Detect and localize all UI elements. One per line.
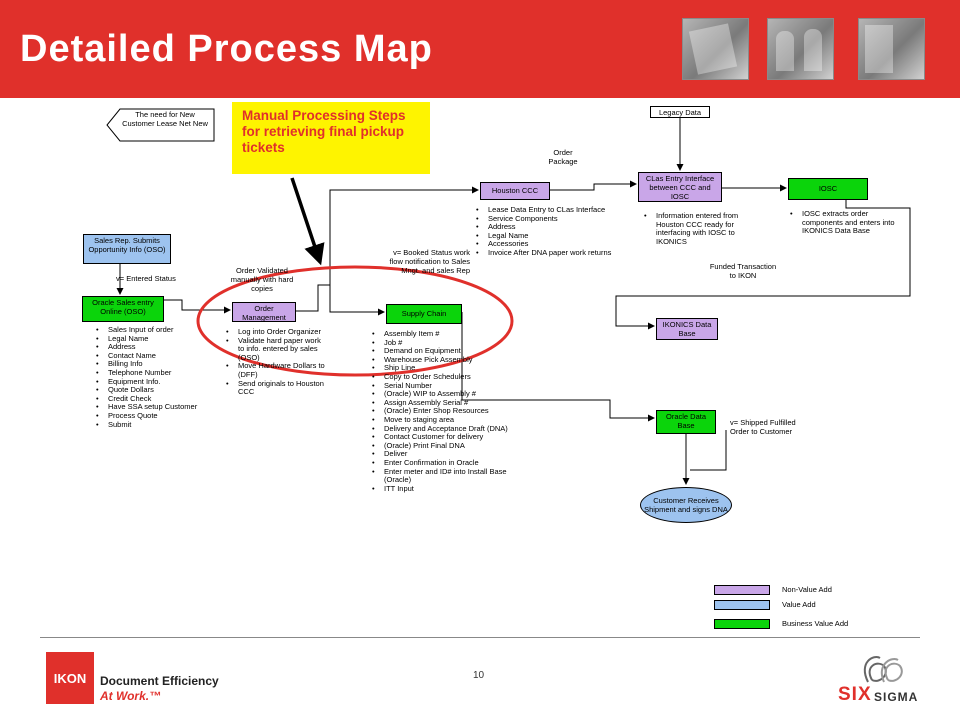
customer-receives-oval: Customer Receives Shipment and signs DNA — [640, 487, 732, 523]
list-item: Enter meter and ID# into Install Base (O… — [372, 467, 514, 485]
list-item: Accessories — [476, 240, 618, 249]
header-photo-people — [767, 18, 834, 80]
page-title: Detailed Process Map — [20, 28, 433, 70]
shipped-label: v= Shipped Fulfilled Order to Customer — [730, 418, 796, 436]
list-item: (Oracle) Enter Shop Resources — [372, 407, 514, 416]
list-item: Demand on Equipment — [372, 347, 514, 356]
list-item: Process Quote — [96, 411, 208, 421]
legend-swatch-business-value-add — [714, 619, 770, 629]
list-item: Address — [96, 343, 208, 352]
list-item: Address — [476, 223, 618, 232]
ikon-logo: IKON — [46, 652, 94, 704]
order-package-label: Order Package — [548, 148, 578, 166]
list-item: Copy to Order Schedulers — [372, 372, 514, 382]
order-management-box: Order Management — [232, 302, 296, 322]
list-item: Equipment Info. — [96, 377, 208, 387]
list-item: Contact Name — [96, 351, 208, 361]
list-item: Serial Number — [372, 381, 514, 391]
list-item: Telephone Number — [96, 368, 208, 378]
legacy-data-box: Legacy Data — [650, 106, 710, 118]
list-item: Legal Name — [476, 231, 618, 241]
supply-chain-box: Supply Chain — [386, 304, 462, 324]
need-start-shape — [106, 108, 215, 142]
list-item: (Oracle) WIP to Assembly # — [372, 390, 514, 399]
list-item: Send originals to Houston CCC — [226, 379, 328, 397]
legend-label-business-value-add: Business Value Add — [782, 619, 849, 628]
ikonics-db-box: IKONICS Data Base — [656, 318, 718, 340]
manual-processing-callout: Manual Processing Steps for retrieving f… — [232, 102, 430, 174]
houston-ccc-box: Houston CCC — [480, 182, 550, 200]
list-item: Sales Input of order — [96, 325, 208, 335]
list-item: Legal Name — [96, 334, 208, 344]
six-sigma-six: SIX — [838, 684, 872, 705]
need-start-text: The need for New Customer Lease Net New — [122, 110, 208, 128]
order-management-steps: Log into Order OrganizerValidate hard pa… — [226, 327, 328, 397]
clas-entry-box: CLas Entry Interface between CCC and IOS… — [638, 172, 722, 202]
legend-label-non-value-add: Non-Value Add — [782, 585, 832, 594]
list-item: ITT Input — [372, 484, 514, 494]
six-sigma-swirl-icon — [863, 656, 903, 683]
iosc-steps: IOSC extracts order components and enter… — [790, 209, 902, 236]
list-item: Delivery and Acceptance Draft (DNA) — [372, 424, 514, 434]
list-item: Information entered from Houston CCC rea… — [644, 211, 766, 246]
oracle-sales-steps: Sales Input of orderLegal NameAddressCon… — [96, 325, 208, 430]
houston-ccc-steps: Lease Data Entry to CLas InterfaceServic… — [476, 205, 618, 258]
oracle-sales-box: Oracle Sales entry Online (OSO) — [82, 296, 164, 322]
footer-divider — [40, 637, 920, 638]
page-number: 10 — [473, 670, 485, 681]
list-item: Move Hardware Dollars to (DFF) — [226, 362, 328, 379]
list-item: Deliver — [372, 450, 514, 459]
booked-status-label: v= Booked Status work flow notification … — [389, 248, 470, 275]
list-item: Quote Dollars — [96, 386, 208, 395]
legend-swatch-value-add — [714, 600, 770, 610]
list-item: Move to staging area — [372, 415, 514, 425]
list-item: Service Components — [476, 214, 618, 224]
legend-swatch-non-value-add — [714, 585, 770, 595]
list-item: Submit — [96, 420, 208, 430]
list-item: Credit Check — [96, 394, 208, 404]
order-validated-label: Order Validated manually with hard copie… — [230, 266, 294, 293]
sales-rep-box: Sales Rep. Submits Opportunity Info (OSO… — [83, 234, 171, 264]
list-item: Ship Line — [372, 364, 514, 373]
funded-transaction-label: Funded Transaction to IKON — [709, 262, 777, 280]
clas-entry-steps: Information entered from Houston CCC rea… — [644, 211, 766, 246]
list-item: Lease Data Entry to CLas Interface — [476, 205, 618, 215]
list-item: Assign Assembly Serial # — [372, 398, 514, 408]
header-photo-office — [858, 18, 925, 80]
list-item: IOSC extracts order components and enter… — [790, 209, 902, 236]
list-item: Log into Order Organizer — [226, 327, 328, 337]
list-item: Assembly Item # — [372, 329, 514, 339]
entered-status-label: v= Entered Status — [116, 274, 176, 283]
list-item: Warehouse Pick Assembly — [372, 355, 514, 365]
list-item: Validate hard paper work to info. entere… — [226, 336, 328, 363]
list-item: Invoice After DNA paper work returns — [476, 248, 618, 258]
list-item: (Oracle) Print Final DNA — [372, 441, 514, 451]
six-sigma-sigma: SIGMA — [874, 690, 919, 704]
list-item: Billing Info — [96, 360, 208, 369]
list-item: Job # — [372, 338, 514, 348]
tagline-at-work: At Work.™ — [100, 689, 162, 703]
tagline-document-efficiency: Document Efficiency — [100, 674, 219, 688]
header-banner: Detailed Process Map — [0, 0, 960, 98]
legend-label-value-add: Value Add — [782, 600, 816, 609]
header-photo-documents — [682, 18, 749, 80]
iosc-box: IOSC — [788, 178, 868, 200]
list-item: Have SSA setup Customer — [96, 403, 208, 412]
list-item: Contact Customer for delivery — [372, 433, 514, 442]
supply-chain-steps: Assembly Item #Job #Demand on EquipmentW… — [372, 329, 514, 494]
list-item: Enter Confirmation in Oracle — [372, 458, 514, 468]
oracle-db-box: Oracle Data Base — [656, 410, 716, 434]
